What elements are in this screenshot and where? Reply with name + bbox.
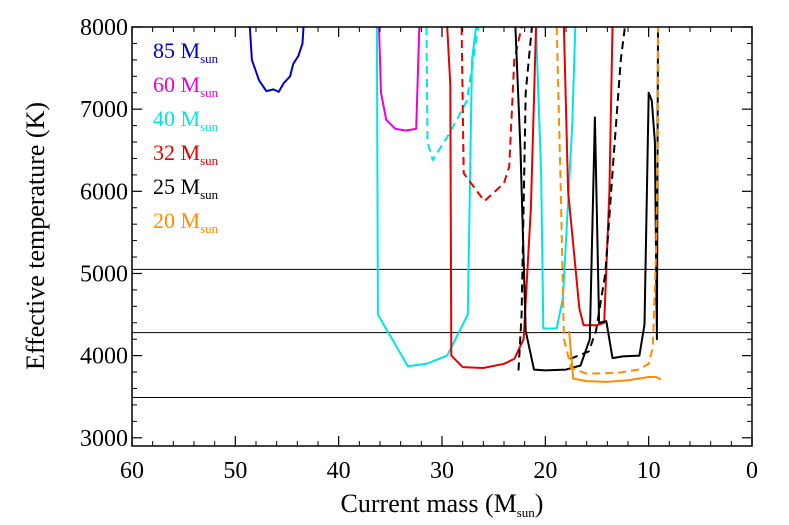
x-tick-label: 0 [746,458,758,484]
series-line-5-0 [460,26,523,203]
legend-entry: 60 Msun [153,72,219,100]
reference-lines [132,268,752,399]
y-tick-label: 8000 [80,15,128,41]
legend-entry: 40 Msun [153,106,219,134]
y-tick-label: 5000 [80,261,128,287]
y-axis-title: Effective temperature (K) [21,102,50,370]
x-tick-label: 50 [223,458,247,484]
series-line-2-1 [535,26,577,330]
y-tick-label: 6000 [80,179,128,205]
series-line-3-0 [425,26,480,162]
series-line-9-0 [555,26,659,375]
legend-entry: 20 Msun [153,208,219,236]
ticks: 60 50 40 30 20 10 0 3000 4000 5000 6000 7000 8000 [80,15,758,484]
series-line-4-0 [446,26,537,369]
legend-entry: 32 Msun [153,140,219,168]
series-line-7-0 [517,26,533,371]
legend-entry: 25 Msun [153,174,219,202]
series-line-2-0 [375,26,478,368]
series-line-6-0 [514,26,659,372]
series-line-7-1 [569,26,626,360]
x-axis-title: Current mass (Msun) [341,489,544,520]
series-line-4-1 [562,26,614,327]
x-tick-label: 60 [120,458,144,484]
series-layer [248,26,662,383]
legend-entry: 85 Msun [153,38,219,66]
x-tick-label: 20 [533,458,557,484]
x-tick-label: 30 [430,458,454,484]
y-tick-label: 7000 [80,97,128,123]
series-line-1-0 [378,26,421,132]
series-line-8-0 [568,330,662,383]
y-tick-label: 3000 [80,426,128,452]
series-line-0-0 [248,26,305,93]
y-tick-label: 4000 [80,344,128,370]
legend: 85 Msun 60 Msun 40 Msun 32 Msun 25 Msun 20 Ms… [153,38,219,236]
x-tick-label: 40 [327,458,351,484]
x-tick-label: 10 [637,458,661,484]
